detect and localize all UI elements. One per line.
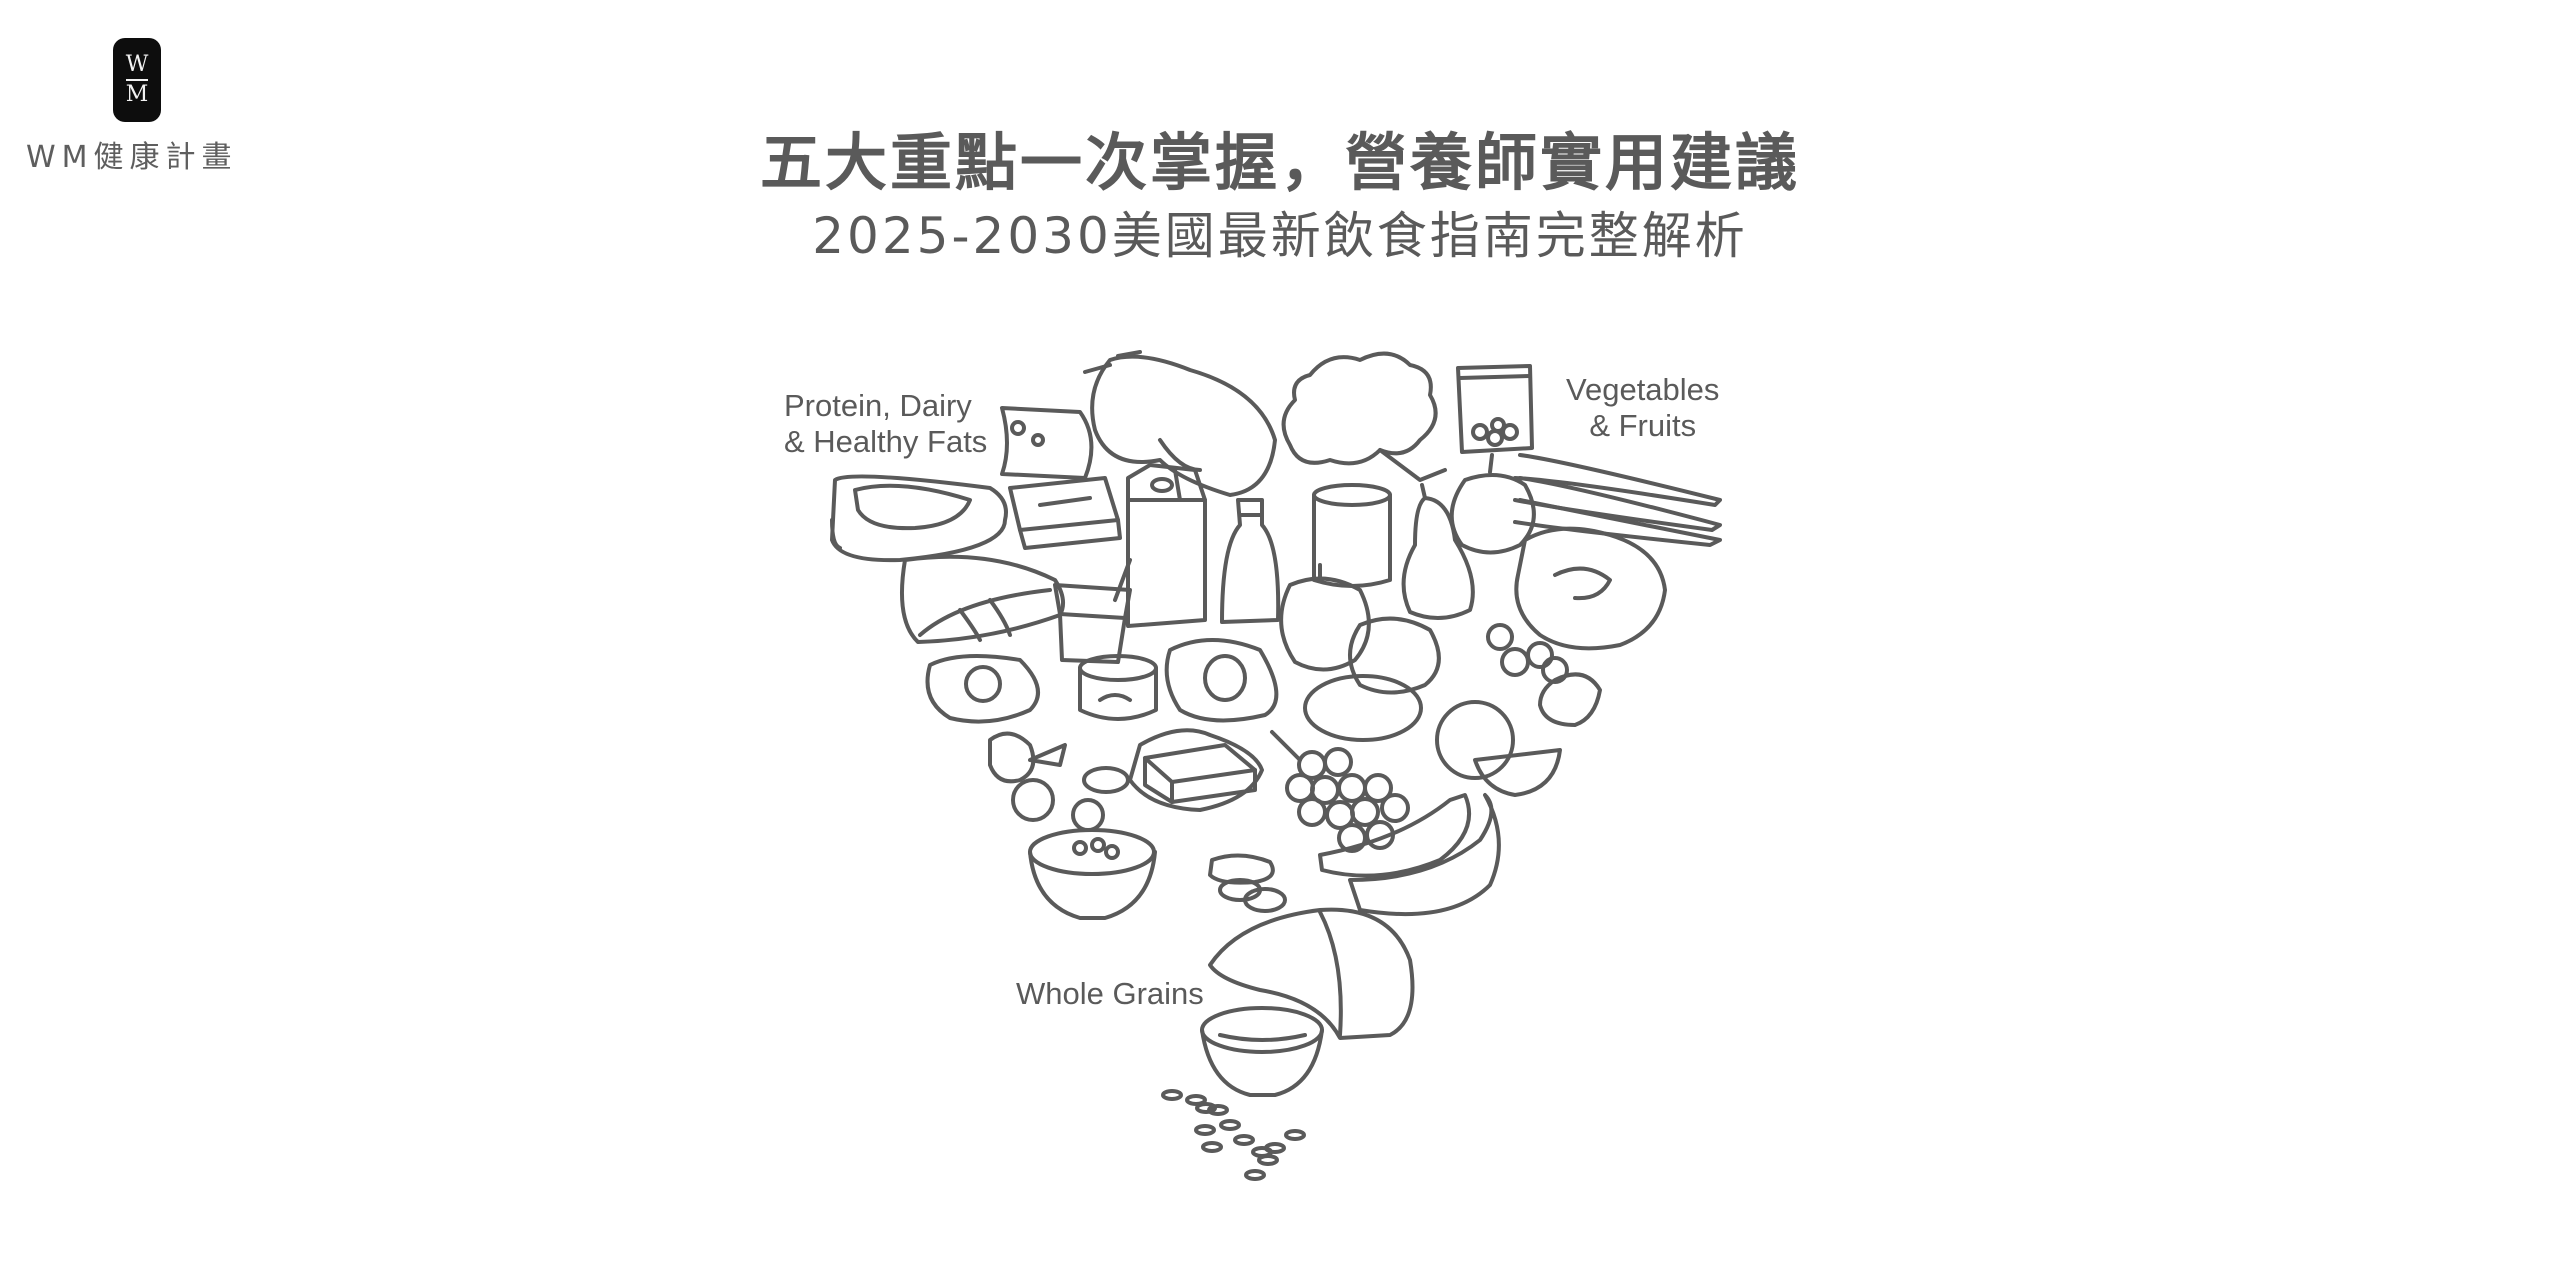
bread-icon (1208, 907, 1415, 1040)
logo-letter-w: W (125, 52, 149, 78)
rice-bowl-icon (1200, 1006, 1324, 1097)
salmon-icon (899, 554, 1066, 644)
shrimp-icon (988, 731, 1067, 784)
chicken-icon (1083, 350, 1277, 497)
label-vegetables-fruits: Vegetables & Fruits (1566, 372, 1719, 444)
steak-icon (830, 474, 1008, 563)
label-protein-dairy-fats: Protein, Dairy & Healthy Fats (784, 388, 987, 460)
milk-carton-icon (1126, 463, 1207, 628)
olive-oil-icon (1220, 498, 1281, 624)
cherries-icon (1486, 623, 1569, 684)
orange-icon (1435, 700, 1562, 797)
apple-halves-icon (1348, 616, 1441, 695)
broccoli-icon (1281, 351, 1447, 482)
grapes-icon (1270, 730, 1410, 853)
nuts-icon (1011, 766, 1130, 832)
brand-name: WM健康計畫 (26, 140, 238, 175)
label-veg-line2: & Fruits (1589, 408, 1697, 443)
butter-dish-icon (1008, 476, 1122, 550)
logo-letter-m: M (125, 81, 149, 107)
label-protein-line2: & Healthy Fats (784, 424, 988, 459)
lettuce-icon (1514, 526, 1667, 651)
pear-icon (1401, 483, 1475, 621)
label-whole-grains: Whole Grains (1016, 976, 1204, 1011)
yogurt-icon (1053, 558, 1132, 664)
grains-icon (1161, 1089, 1306, 1181)
canned-fish-icon (1078, 654, 1158, 721)
oatmeal-bowl-icon (1028, 828, 1157, 920)
label-veg-line1: Vegetables (1566, 372, 1720, 407)
page-title: 五大重點一次掌握，營養師實用建議 (759, 126, 1800, 199)
banana-icon (1318, 793, 1501, 917)
apple-red-icon (1279, 563, 1371, 672)
butter-icon (1128, 728, 1264, 812)
label-protein-line1: Protein, Dairy (784, 388, 972, 423)
frozen-veg-bag-icon (1456, 364, 1534, 454)
page-subtitle: 2025-2030美國最新飲食指南完整解析 (812, 207, 1748, 265)
apple-icon (1449, 453, 1536, 555)
strawberry-icon (1538, 672, 1602, 727)
egg-icon (925, 654, 1040, 724)
avocado-icon (1164, 638, 1279, 723)
beans-icon (1208, 853, 1287, 913)
potato-icon (1303, 674, 1423, 742)
logo-divider (126, 79, 148, 81)
canned-food-icon (1312, 483, 1392, 588)
cheese-icon (1000, 406, 1094, 480)
logo-badge[interactable]: W M (113, 38, 161, 122)
